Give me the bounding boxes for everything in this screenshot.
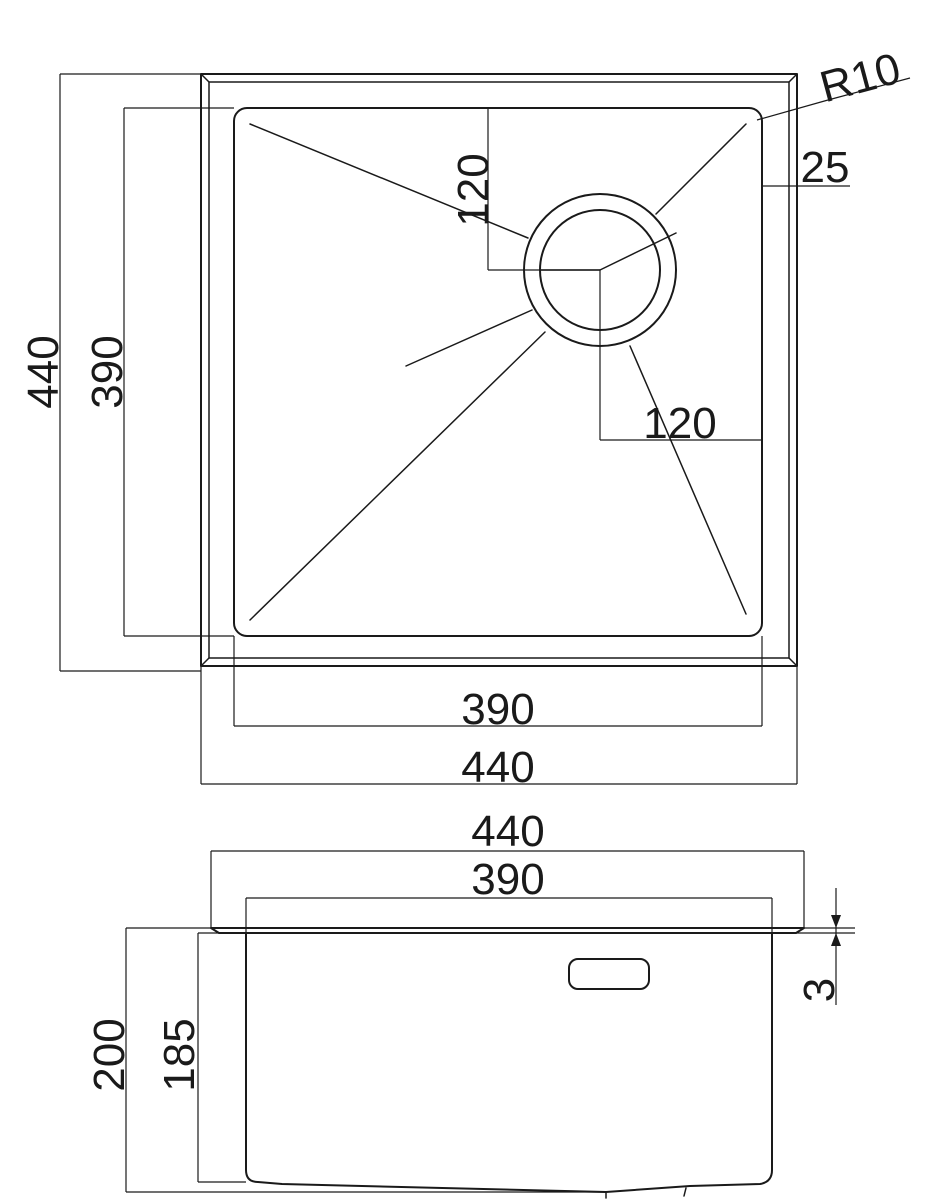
dim-label-drain-offset-top: 120: [449, 153, 498, 226]
dim-arrow-thickness-bottom: [831, 933, 841, 946]
slope-line-bottom-right: [629, 345, 747, 615]
bowl-side-outline: [245, 933, 773, 1193]
dim-label-overall-width: 440: [461, 743, 534, 792]
dim-label-elev-overall-width: 440: [471, 807, 544, 856]
plan-view: 120 120 R10 25 440 390 390 440: [19, 44, 911, 792]
rim-chamfer-tr: [788, 73, 798, 83]
dim-label-bowl-height: 390: [83, 335, 132, 408]
elevation-view: 440 390 3 200 185: [85, 807, 855, 1199]
rim-chamfer-tl: [200, 73, 210, 83]
leader-r10: [756, 99, 829, 121]
overflow-slot: [568, 958, 650, 990]
flange-outline: [210, 927, 805, 934]
outer-rim-inner-edge: [208, 81, 790, 659]
dim-label-overall-depth: 200: [85, 1018, 134, 1091]
dim-label-rim-width: 25: [801, 143, 850, 192]
dim-label-bowl-width: 390: [461, 685, 534, 734]
dim-label-radius: R10: [815, 44, 906, 112]
dim-label-drain-offset-right: 120: [643, 399, 716, 448]
slope-line-bottom-left: [249, 331, 546, 621]
rim-chamfer-bl: [200, 657, 210, 667]
dim-label-thickness: 3: [795, 978, 844, 1002]
rim-chamfer-br: [788, 657, 798, 667]
dim-label-overall-height: 440: [19, 335, 68, 408]
bowl-outline: [233, 107, 763, 637]
outer-rim-outline: [200, 73, 798, 667]
drain-stub-right: [683, 1187, 687, 1197]
dim-label-elev-bowl-width: 390: [471, 855, 544, 904]
slope-line-top-right: [655, 123, 747, 215]
slope-line-left: [405, 309, 533, 367]
dim-label-bowl-depth: 185: [155, 1018, 204, 1091]
dim-arrow-thickness-top: [831, 915, 841, 928]
slope-line-top-left: [249, 123, 529, 239]
leader-r10-shelf: [827, 77, 911, 101]
drain-center-mark-diag: [599, 232, 677, 271]
